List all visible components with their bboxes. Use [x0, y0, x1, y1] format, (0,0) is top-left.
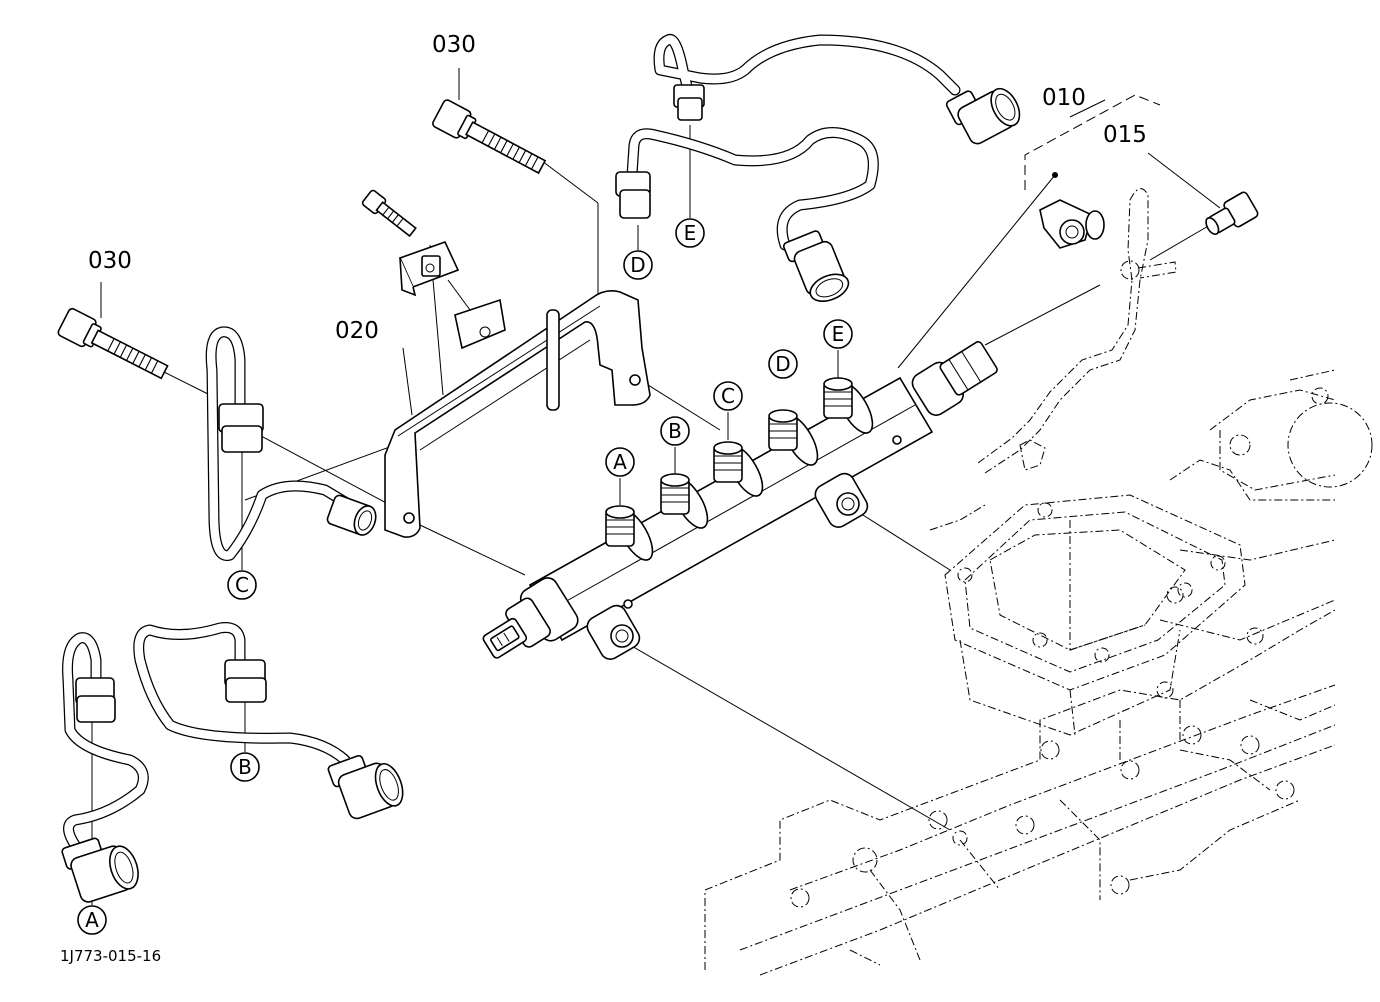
engine-block-outline — [704, 188, 1373, 976]
svg-text:E: E — [684, 221, 697, 245]
marker-pipe-e: E — [675, 218, 705, 248]
svg-text:C: C — [235, 573, 249, 597]
marker-rail-a: A — [605, 447, 635, 477]
pipe-clamp — [398, 241, 506, 350]
label-010: 010 — [1042, 85, 1086, 111]
part-number-labels: 030 030 020 010 015 — [88, 32, 1147, 344]
assembly-010-bracket — [1024, 94, 1161, 190]
marker-pipe-b: B — [230, 752, 260, 782]
marker-rail-c: C — [713, 381, 743, 411]
svg-text:D: D — [775, 352, 790, 376]
svg-text:E: E — [832, 322, 845, 346]
marker-pipe-d: D — [623, 250, 653, 280]
label-030-left: 030 — [88, 248, 132, 274]
injection-pipe-top-mid — [615, 127, 879, 303]
injection-pipe-top-long — [653, 34, 1021, 145]
marker-rail-d: D — [768, 349, 798, 379]
rail-outlet-d — [768, 409, 798, 451]
label-030-upper: 030 — [432, 32, 476, 58]
svg-text:B: B — [238, 755, 252, 779]
marker-rail-e: E — [823, 319, 853, 349]
connection-markers: A B C D E D E C — [77, 218, 853, 935]
svg-text:A: A — [613, 450, 627, 474]
rail-outlet-a — [605, 505, 635, 547]
leader-lines — [91, 68, 1221, 905]
common-rail — [482, 341, 998, 660]
bolt-015 — [1205, 191, 1259, 235]
injection-pipe-left-c — [205, 326, 377, 561]
label-020: 020 — [335, 318, 379, 344]
rail-outlet-e — [823, 377, 853, 419]
marker-rail-b: B — [660, 416, 690, 446]
rail-outlet-b — [660, 473, 690, 515]
svg-text:A: A — [85, 908, 99, 932]
label-015: 015 — [1103, 122, 1147, 148]
bolt-030-upper — [432, 99, 547, 175]
marker-pipe-a: A — [77, 905, 107, 935]
rail-outlet-c — [713, 441, 743, 483]
bracket-020 — [384, 290, 651, 538]
svg-text:B: B — [668, 419, 682, 443]
clamp-screw — [361, 189, 417, 238]
figure-code: 1J773-015-16 — [60, 947, 161, 965]
injection-pipe-left-b — [133, 622, 404, 820]
svg-text:D: D — [630, 253, 645, 277]
injection-pipe-left-a — [61, 632, 149, 903]
svg-text:C: C — [721, 384, 735, 408]
marker-pipe-c: C — [227, 570, 257, 600]
return-fitting — [1039, 199, 1105, 249]
bolt-030-left — [57, 307, 169, 380]
